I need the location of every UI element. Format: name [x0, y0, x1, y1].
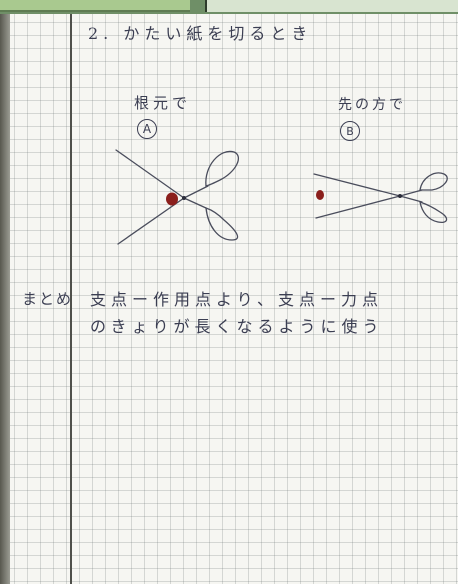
- summary-line-2: のきょりが長くなるように使う: [90, 317, 384, 336]
- summary-label: まとめ: [22, 290, 74, 308]
- paper-mark-root: [166, 192, 178, 206]
- notebook-binding-edge: [0, 14, 10, 584]
- case-a-marker: A: [137, 119, 157, 139]
- case-b-marker-letter: B: [346, 124, 354, 138]
- case-a-label: 根元で: [134, 94, 192, 112]
- background-card-right: [205, 0, 458, 12]
- case-b-marker: B: [340, 121, 360, 141]
- background-card-left: [0, 0, 190, 12]
- case-b-label: 先の方で: [338, 97, 406, 113]
- note-heading: 2. かたい紙を切るとき: [88, 24, 313, 43]
- scissors-root-cut-icon: [115, 149, 239, 245]
- notebook-page: [10, 14, 458, 584]
- case-a-marker-letter: A: [142, 122, 152, 136]
- margin-line: [70, 14, 72, 584]
- background-strip: [0, 0, 458, 14]
- summary-line-1: 支点ー作用点より、支点ー力点: [90, 290, 384, 309]
- paper-mark-tip: [316, 190, 324, 200]
- scissors-tip-cut-icon: [313, 172, 448, 224]
